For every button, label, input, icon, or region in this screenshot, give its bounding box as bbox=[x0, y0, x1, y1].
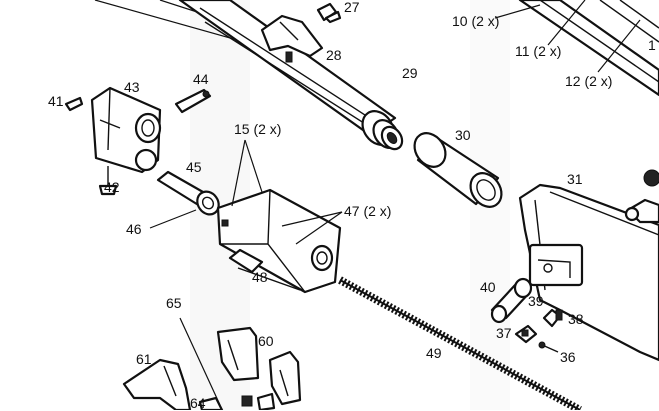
part-61 bbox=[122, 358, 192, 410]
label-10: 10 (2 x) bbox=[452, 13, 500, 29]
pin-45-part bbox=[149, 170, 220, 229]
label-28: 28 bbox=[326, 47, 342, 63]
screw-42-part bbox=[98, 166, 118, 196]
label-60: 60 bbox=[258, 333, 274, 349]
label-40: 40 bbox=[480, 279, 496, 295]
label-41: 41 bbox=[48, 93, 64, 109]
part-39-38 bbox=[542, 308, 563, 328]
part-40 bbox=[490, 277, 533, 324]
label-31: 31 bbox=[567, 171, 583, 187]
part-64 bbox=[198, 396, 224, 410]
label-48: 48 bbox=[252, 269, 268, 285]
clip-44-part bbox=[174, 88, 212, 114]
part-dot-icon bbox=[643, 169, 659, 187]
label-27: 27 bbox=[344, 0, 360, 15]
end-cap-part bbox=[90, 86, 162, 174]
label-49: 49 bbox=[426, 345, 442, 361]
spring-49-part bbox=[338, 276, 582, 410]
label-39: 39 bbox=[528, 293, 544, 309]
label-61: 61 bbox=[136, 351, 152, 367]
label-65: 65 bbox=[166, 295, 182, 311]
label-1x: 1 bbox=[648, 37, 656, 53]
muzzle-ring-part bbox=[361, 110, 404, 151]
label-30: 30 bbox=[455, 127, 471, 143]
label-47-leaders bbox=[281, 211, 343, 245]
label-44: 44 bbox=[193, 71, 209, 87]
label-36: 36 bbox=[560, 349, 576, 365]
sleeve-part bbox=[413, 132, 503, 208]
label-15: 15 (2 x) bbox=[234, 121, 282, 137]
screw-41-part bbox=[64, 96, 84, 112]
part-37 bbox=[514, 324, 538, 344]
barrel-part bbox=[178, 0, 397, 137]
part-36 bbox=[538, 341, 559, 353]
label-42: 42 bbox=[104, 179, 120, 195]
label-12: 12 (2 x) bbox=[565, 73, 613, 89]
pin-27-part bbox=[316, 2, 342, 24]
block-48-part bbox=[216, 188, 342, 294]
sight-bracket-part bbox=[260, 14, 324, 63]
label-47: 47 (2 x) bbox=[344, 203, 392, 219]
label-65-leader bbox=[179, 317, 221, 406]
label-29: 29 bbox=[402, 65, 418, 81]
label-38: 38 bbox=[568, 311, 584, 327]
receiver-body-part bbox=[518, 183, 659, 362]
label-46: 46 bbox=[126, 221, 142, 237]
trigger-group-part bbox=[216, 326, 302, 410]
label-43: 43 bbox=[124, 79, 140, 95]
label-37: 37 bbox=[496, 325, 512, 341]
label-45: 45 bbox=[186, 159, 202, 175]
label-64: 64 bbox=[190, 395, 206, 411]
top-right-rails-part bbox=[494, 0, 659, 97]
label-15-leaders bbox=[231, 139, 263, 207]
label-11: 11 (2 x) bbox=[515, 43, 562, 59]
